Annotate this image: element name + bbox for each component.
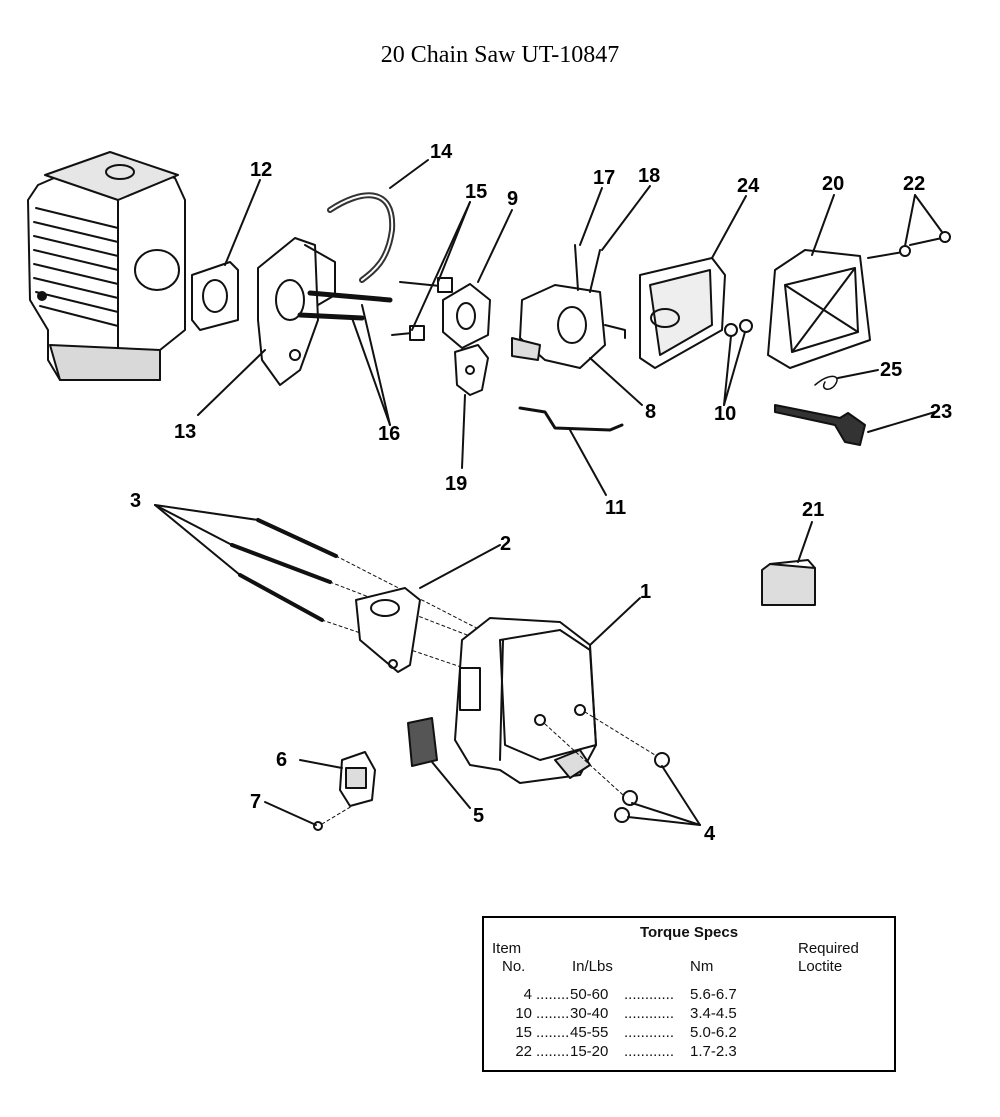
rod-11-part bbox=[518, 406, 624, 432]
intake-manifold-part bbox=[257, 237, 336, 386]
callout-16: 16 bbox=[378, 423, 400, 445]
callout-24: 24 bbox=[737, 175, 760, 197]
leader-lines bbox=[154, 159, 943, 826]
callout-25: 25 bbox=[880, 359, 902, 381]
callout-12: 12 bbox=[250, 159, 272, 181]
gasket-12-part bbox=[191, 261, 239, 331]
nuts-4-part bbox=[544, 711, 670, 823]
deflector-6-part bbox=[339, 751, 376, 807]
callout-15: 15 bbox=[465, 181, 487, 203]
torque-specs-table: Torque Specs Item No. In/Lbs Nm Required… bbox=[482, 916, 896, 1072]
row-inlbs: 45-55 bbox=[570, 1024, 609, 1041]
table-row: 4 ........ 50-60 ............ 5.6-6.7 bbox=[484, 986, 894, 1005]
torque-rows: 4 ........ 50-60 ............ 5.6-6.7 10… bbox=[484, 986, 894, 1062]
header-item-line2: No. bbox=[502, 958, 526, 975]
row-item: 22 bbox=[515, 1043, 532, 1060]
callout-7: 7 bbox=[250, 791, 261, 813]
air-filter-base-part bbox=[639, 257, 726, 369]
callout-23: 23 bbox=[930, 401, 952, 423]
screen-5-part bbox=[407, 717, 438, 767]
impulse-hose-part bbox=[327, 192, 396, 283]
table-row: 22 ........ 15-20 ............ 1.7-2.3 bbox=[484, 1043, 894, 1062]
callout-3: 3 bbox=[130, 490, 141, 512]
gasket-9-part bbox=[442, 283, 491, 349]
callout-5: 5 bbox=[473, 805, 484, 827]
callout-13: 13 bbox=[174, 421, 196, 443]
callout-2: 2 bbox=[500, 533, 511, 555]
header-loctite-line1: Required bbox=[798, 940, 859, 957]
header-inlbs: In/Lbs bbox=[572, 958, 613, 975]
callout-10: 10 bbox=[714, 403, 736, 425]
cylinder-part bbox=[27, 151, 186, 381]
callout-11: 11 bbox=[605, 497, 626, 519]
screw-7-part bbox=[313, 805, 353, 831]
torque-table-title: Torque Specs bbox=[639, 924, 739, 941]
row-inlbs: 50-60 bbox=[570, 986, 609, 1003]
callout-22: 22 bbox=[903, 173, 925, 195]
foam-filter-part bbox=[761, 559, 816, 606]
callout-18: 18 bbox=[638, 165, 660, 187]
callout-19: 19 bbox=[445, 473, 467, 495]
callout-9: 9 bbox=[507, 188, 518, 210]
header-nm: Nm bbox=[690, 958, 714, 975]
lever-23-part bbox=[774, 404, 866, 446]
callout-6: 6 bbox=[276, 749, 287, 771]
callout-20: 20 bbox=[822, 173, 844, 195]
header-loctite-line2: Loctite bbox=[798, 958, 843, 975]
row-item: 4 bbox=[523, 986, 532, 1003]
choke-lever-part bbox=[454, 344, 489, 396]
table-row: 10 ........ 30-40 ............ 3.4-4.5 bbox=[484, 1005, 894, 1024]
header-item-line1: Item bbox=[492, 940, 522, 957]
row-inlbs: 30-40 bbox=[570, 1005, 609, 1022]
callout-1: 1 bbox=[640, 581, 651, 603]
exploded-parts-diagram: 1 2 3 4 5 6 7 8 9 10 11 12 13 14 15 16 1… bbox=[27, 141, 952, 845]
gasket-2-part bbox=[355, 587, 421, 673]
row-nm: 5.0-6.2 bbox=[690, 1024, 737, 1041]
callout-8: 8 bbox=[645, 401, 656, 423]
clip-25-part bbox=[814, 375, 838, 390]
muffler-part bbox=[454, 617, 597, 784]
bolts-3-part bbox=[230, 518, 501, 671]
row-item: 15 bbox=[515, 1024, 532, 1041]
callout-21: 21 bbox=[802, 499, 824, 521]
row-item: 10 bbox=[515, 1005, 532, 1022]
row-nm: 5.6-6.7 bbox=[690, 986, 737, 1003]
callout-17: 17 bbox=[593, 167, 615, 189]
air-filter-cover-part bbox=[767, 249, 871, 369]
callout-4: 4 bbox=[704, 823, 716, 845]
screws-22-part bbox=[867, 231, 951, 259]
row-nm: 3.4-4.5 bbox=[690, 1005, 737, 1022]
row-nm: 1.7-2.3 bbox=[690, 1043, 737, 1060]
nuts-10-part bbox=[724, 319, 753, 337]
table-row: 15 ........ 45-55 ............ 5.0-6.2 bbox=[484, 1024, 894, 1043]
row-inlbs: 15-20 bbox=[570, 1043, 609, 1060]
diagram-title: 20 Chain Saw UT-10847 bbox=[380, 42, 620, 68]
carburetor-part bbox=[511, 244, 626, 369]
callout-labels: 1 2 3 4 5 6 7 8 9 10 11 12 13 14 15 16 1… bbox=[130, 141, 952, 845]
callout-14: 14 bbox=[430, 141, 453, 163]
